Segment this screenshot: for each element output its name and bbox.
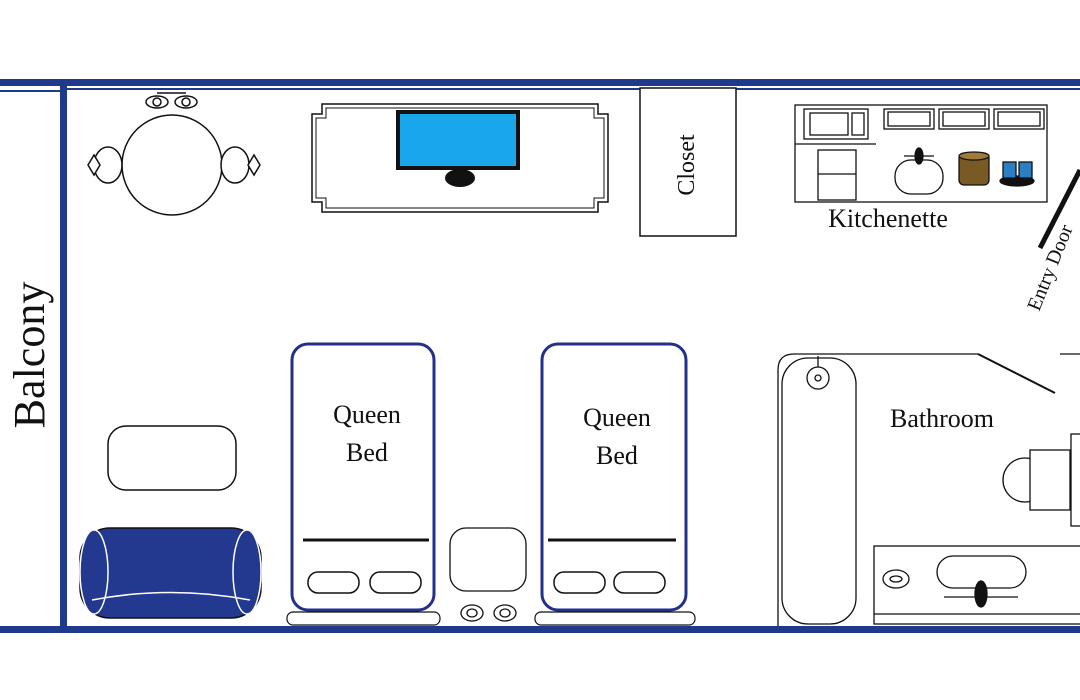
cabinet-3-inner [997, 111, 1041, 127]
top-wall [0, 79, 1080, 86]
chair-left-ornament [87, 153, 101, 177]
tv-screen [396, 110, 520, 170]
bed-2-bench [534, 611, 696, 626]
kettle-2 [1018, 161, 1033, 179]
chair-right-ornament [247, 153, 261, 177]
bed-1-frame [290, 342, 436, 612]
tv-console [311, 103, 609, 213]
walls [0, 79, 1080, 633]
chair-right [220, 146, 250, 184]
round-dining-table [121, 114, 223, 216]
bed-2-pillow-right [613, 571, 666, 594]
bed-1-pillow-left [307, 571, 360, 594]
toilet-tank [1029, 449, 1071, 511]
cabinet-2-inner [942, 111, 986, 127]
bathroom-door-leaf [977, 353, 1056, 394]
entry-door-label: Entry Door [1023, 221, 1077, 314]
toilet-back [1070, 433, 1080, 527]
bathroom-label: Bathroom [890, 404, 994, 433]
bed-1-label-line2: Bed [346, 438, 388, 467]
balcony-area: Balcony [0, 90, 60, 429]
dining-table-set [87, 92, 261, 216]
kitchen-sink [894, 159, 944, 195]
bottom-wall [0, 626, 1080, 633]
microwave-door [809, 112, 849, 136]
sofa-cushion-edge [91, 591, 251, 601]
bathtub [781, 357, 857, 625]
coffee-maker-top [958, 151, 990, 161]
sofa-arm-left [79, 529, 109, 615]
balcony-label: Balcony [5, 282, 54, 429]
microwave-keypad [851, 112, 865, 136]
bed-1-bench [286, 611, 441, 626]
kitchenette: Kitchenette [794, 104, 1048, 233]
nightstand-top [449, 527, 527, 592]
soap-dish-inner [889, 575, 903, 583]
kitchen-faucet-knob [914, 147, 924, 165]
lamp-right-inner [181, 97, 191, 107]
closet-label: Closet [674, 134, 700, 196]
bathroom-wall-outline [777, 353, 978, 626]
closet-box [639, 87, 737, 237]
bed-2-label-line1: Queen [583, 403, 651, 432]
queen-bed-1: Queen Bed [286, 342, 441, 626]
nightstand-lamp-left-inner [466, 608, 478, 618]
bed-2-label-line2: Bed [596, 441, 638, 470]
nightstand [449, 527, 527, 622]
bed-1-label-line1: Queen [333, 400, 401, 429]
kitchenette-label: Kitchenette [828, 204, 948, 233]
tv-stand-inner [315, 107, 605, 209]
kettle-1 [1002, 161, 1017, 179]
lamp-left-inner [152, 97, 162, 107]
bathroom: Bathroom [777, 353, 1080, 626]
closet: Closet [639, 87, 737, 237]
cabinet-1-inner [887, 111, 931, 127]
tv-base [445, 169, 475, 187]
shower-head-dot [814, 374, 822, 382]
bed-1-pillow-right [369, 571, 422, 594]
entry-door-leaf [1037, 168, 1080, 250]
bed-2-frame [540, 342, 688, 612]
ottoman [107, 425, 237, 491]
queen-bed-2: Queen Bed [534, 342, 696, 626]
mini-fridge [817, 149, 857, 201]
sofa-arm-right [232, 529, 262, 615]
nightstand-lamp-right-inner [499, 608, 511, 618]
vanity-faucet-knob [974, 580, 988, 608]
sofa [79, 527, 262, 619]
bed-2-pillow-left [553, 571, 606, 594]
balcony-divider-wall [60, 85, 67, 633]
